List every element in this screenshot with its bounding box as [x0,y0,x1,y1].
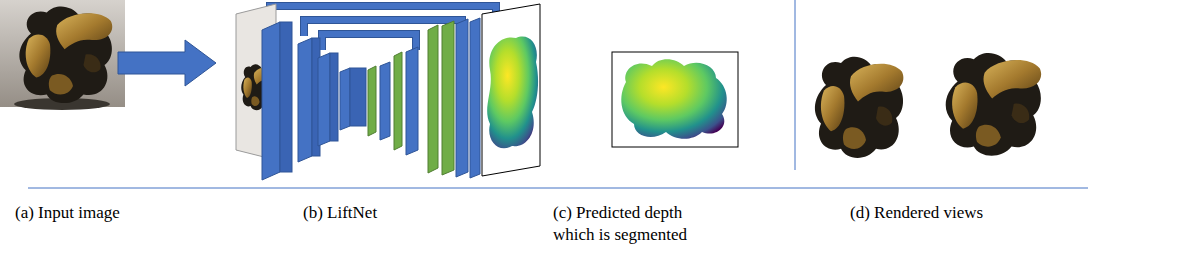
depth-map [487,37,538,149]
upsample-layer [428,25,438,173]
conv-layer [340,68,350,130]
conv-layer [406,47,418,155]
output-depth-plane [482,4,540,176]
conv-layer [456,19,468,177]
skip-connection [322,34,416,50]
segmented-depth [621,59,726,139]
sculpture [19,7,112,103]
panel-caption: (a) Input image [15,202,120,224]
panel-caption: (c) Predicted depth which is segmented [553,202,718,246]
rendered-view [815,57,903,158]
photo-background [0,0,125,107]
conv-layer [350,68,366,126]
conv-layer [330,53,338,141]
skip-connection [322,34,416,50]
upsample-layer [442,21,454,175]
depth-frame [612,52,738,147]
separator-line [28,188,1088,189]
conv-layer [262,22,280,180]
upsample-layer [368,66,376,136]
panel-caption: (b) LiftNet [303,202,377,224]
conv-layer [298,38,312,162]
rendered-view [946,53,1041,156]
conv-layer [318,53,330,146]
conv-layer [280,22,292,172]
block-arrow [118,40,216,86]
input-photo [0,0,125,110]
panel-caption: (d) Rendered views [850,202,983,224]
liftnet-network [236,4,540,180]
conv-layer [470,18,480,178]
conv-layer [380,62,390,140]
upsample-layer [394,52,402,150]
separator-line [795,0,796,170]
